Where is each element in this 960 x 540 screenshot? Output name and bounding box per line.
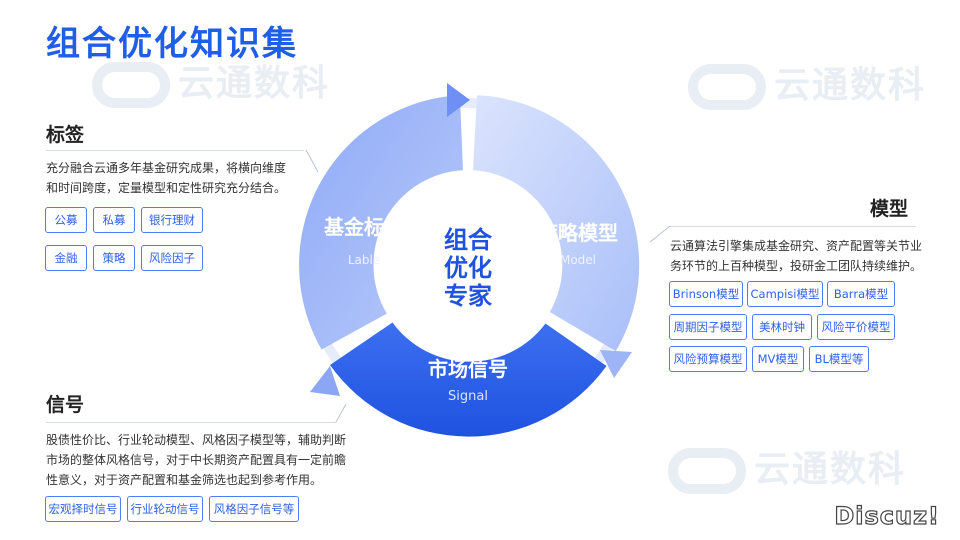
segment-market-signal-label: 市场信号 <box>428 357 508 381</box>
segment-strategy-model-sublabel: Model <box>560 253 596 267</box>
tag-macro-timing-signal[interactable]: 宏观择时信号 <box>45 496 121 522</box>
description-line: 股债性价比、行业轮动模型、风格因子模型等，辅助判断 <box>46 433 347 447</box>
tags-section-heading: 标签 <box>46 124 85 146</box>
description-line: 云通算法引擎集成基金研究、资产配置等关节业 <box>670 239 923 253</box>
tag-mv-model[interactable]: MV模型 <box>752 346 804 372</box>
description-line: 充分融合云通多年基金研究成果，将横向维度 <box>46 161 287 175</box>
model-section-divider <box>670 226 916 227</box>
arrow-head-icon <box>310 366 340 396</box>
model-connector-line <box>649 225 671 243</box>
signal-section-description: 股债性价比、行业轮动模型、风格因子模型等，辅助判断 市场的整体风格信号，对于中长… <box>46 430 366 490</box>
tag-risk-parity-model[interactable]: 风险平价模型 <box>817 314 895 340</box>
page-title: 组合优化知识集 <box>46 24 298 64</box>
tag-finance[interactable]: 金融 <box>45 245 87 271</box>
outer-ring <box>301 98 635 432</box>
watermark-logo-icon <box>688 64 766 110</box>
segment-strategy-model <box>473 95 640 352</box>
tag-brinson-model[interactable]: Brinson模型 <box>669 281 743 307</box>
tags-section-description: 充分融合云通多年基金研究成果，将横向维度 和时间跨度，定量模型和定性研究充分结合… <box>46 158 326 198</box>
tag-campisi-model[interactable]: Campisi模型 <box>747 281 823 307</box>
description-line: 和时间跨度，定量模型和定性研究充分结合。 <box>46 181 287 195</box>
watermark: 云通数科 <box>688 56 926 110</box>
description-line: 市场的整体风格信号，对于中长期资产配置具有一定前瞻 <box>46 453 347 467</box>
segment-fund-tags <box>299 95 463 350</box>
tag-barra-model[interactable]: Barra模型 <box>827 281 895 307</box>
tag-risk-budget-model[interactable]: 风险预算模型 <box>669 346 747 372</box>
center-line: 优化 <box>444 254 492 282</box>
model-section-heading: 模型 <box>870 198 909 220</box>
signal-section-divider <box>46 422 336 423</box>
segment-fund-tags-sublabel: Lable <box>348 253 380 267</box>
description-line: 务环节的上百种模型，投研金工团队持续维护。 <box>670 259 923 273</box>
tag-private-fund[interactable]: 私募 <box>93 207 135 233</box>
center-line: 专家 <box>444 282 492 310</box>
tag-strategy[interactable]: 策略 <box>93 245 135 271</box>
watermark-logo-icon <box>668 448 746 494</box>
model-section-description: 云通算法引擎集成基金研究、资产配置等关节业 务环节的上百种模型，投研金工团队持续… <box>670 236 940 276</box>
discuz-watermark-badge: Discuz! <box>834 501 940 530</box>
tag-cycle-factor-model[interactable]: 周期因子模型 <box>669 314 747 340</box>
arrow-head-icon <box>447 83 470 117</box>
tags-section-divider <box>46 150 304 151</box>
tag-style-factor-signal[interactable]: 风格因子信号等 <box>209 496 299 522</box>
center-line: 组合 <box>444 226 493 254</box>
segment-strategy-model-label: 策略模型 <box>538 221 618 245</box>
watermark: 云通数科 <box>668 440 906 494</box>
segment-market-signal <box>330 322 607 437</box>
segment-fund-tags-label: 基金标签 <box>324 215 405 239</box>
description-line: 性意义，对于资产配置和基金筛选也起到参考作用。 <box>46 473 323 487</box>
segment-market-signal-sublabel: Signal <box>448 389 488 404</box>
signal-section-heading: 信号 <box>46 394 85 416</box>
tag-industry-rotation-signal[interactable]: 行业轮动信号 <box>127 496 203 522</box>
tag-public-fund[interactable]: 公募 <box>45 207 87 233</box>
tag-merrill-clock[interactable]: 美林时钟 <box>752 314 812 340</box>
center-circle <box>406 203 530 327</box>
tag-bank-wealth[interactable]: 银行理财 <box>141 207 203 233</box>
watermark-logo-icon <box>92 62 170 108</box>
arrow-head-icon <box>600 350 632 378</box>
tag-bl-model[interactable]: BL模型等 <box>809 346 869 372</box>
tag-risk-factor[interactable]: 风险因子 <box>141 245 203 271</box>
signal-connector-line <box>335 403 347 423</box>
